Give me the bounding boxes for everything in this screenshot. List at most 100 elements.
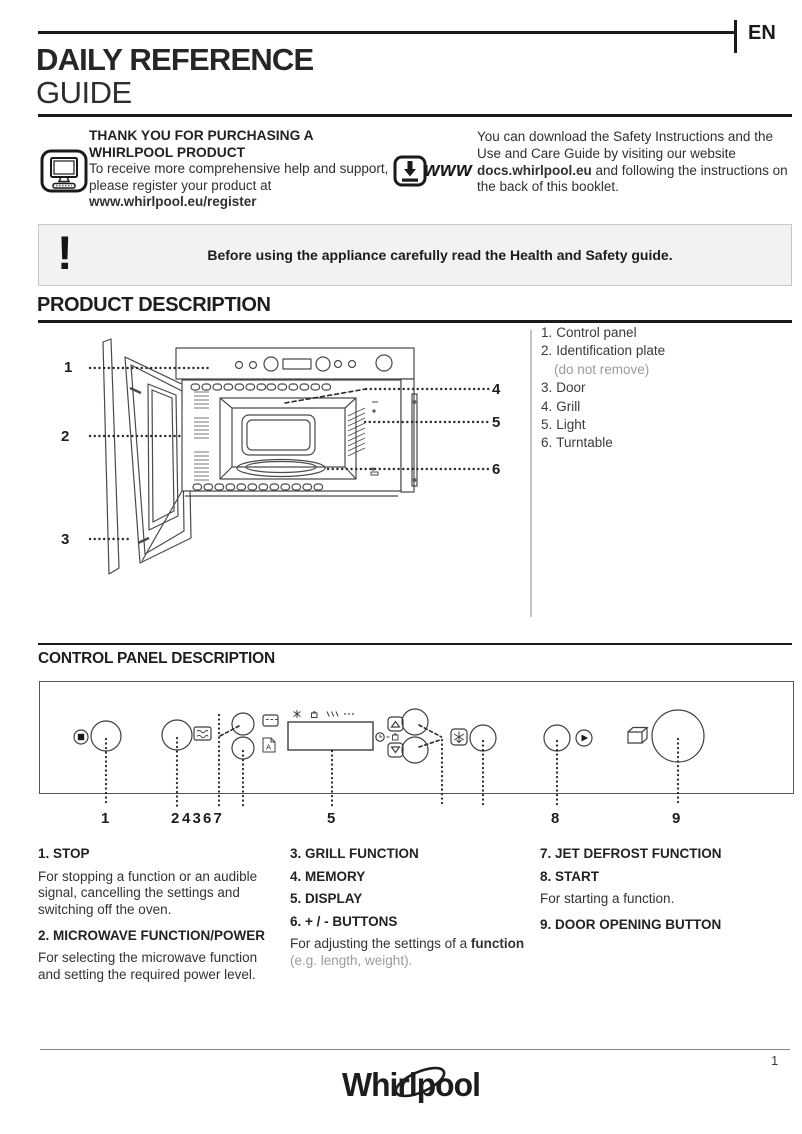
plus-button — [401, 708, 429, 736]
product-legend: 1.Control panel 2.Identification plate (… — [541, 325, 781, 454]
header-rule — [38, 31, 734, 34]
legend-item-6: 6.Turntable — [541, 435, 613, 451]
functions-column-3: 7. JET DEFROST FUNCTION 8. START For sta… — [540, 846, 795, 939]
door-opening-heading: 9. DOOR OPENING BUTTON — [540, 916, 722, 932]
panel-label-7: 7 — [213, 810, 222, 827]
plus-arrow-key — [387, 716, 404, 732]
register-computer-icon — [40, 149, 88, 193]
door-opening-icon — [627, 726, 649, 744]
display-screen — [287, 721, 374, 751]
panel-label-2: 2 — [171, 810, 180, 827]
stop-heading: 1. STOP — [38, 846, 90, 861]
callout-4: 4 — [492, 381, 501, 398]
memory-icon-letter: A — [266, 743, 271, 752]
weight-icon — [311, 711, 318, 718]
memory-heading: 4. MEMORY — [290, 868, 366, 884]
functions-column-2: 3. GRILL FUNCTION 4. MEMORY 5. DISPLAY 6… — [290, 846, 530, 979]
weight-small-icon — [392, 733, 399, 741]
whirlpool-logo-swirl — [394, 1066, 446, 1098]
register-heading-line1: THANK YOU FOR PURCHASING A — [89, 128, 314, 143]
callout-leader-lines — [88, 366, 491, 541]
panel-label-6: 6 — [203, 810, 212, 827]
microwave-body: For selecting the microwave function and… — [38, 950, 258, 983]
whirlpool-logo: Whirlpool — [342, 1066, 481, 1103]
www-label: www — [424, 159, 473, 181]
callout-2: 2 — [61, 428, 70, 445]
jet-defrost-icon — [450, 728, 468, 746]
panel-label-8: 8 — [551, 810, 560, 827]
callout-6: 6 — [492, 461, 501, 478]
doc-title-line1: DAILY REFERENCE — [36, 42, 314, 77]
memory-icon: A — [262, 737, 276, 753]
download-text-after: and following the instructions on the ba… — [477, 162, 788, 195]
microwave-function-knob — [161, 719, 193, 751]
panel-label-3: 3 — [192, 810, 201, 827]
panel-label-9: 9 — [672, 810, 681, 827]
register-body: To receive more comprehensive help and s… — [89, 161, 389, 193]
product-description-title: PRODUCT DESCRIPTION — [37, 294, 271, 316]
panel-label-1: 1 — [101, 810, 110, 827]
microwave-icon — [193, 726, 212, 741]
register-heading-line2: WHIRLPOOL PRODUCT — [89, 144, 246, 160]
grill-icon — [262, 714, 279, 727]
page-number: 1 — [771, 1053, 779, 1068]
callout-5: 5 — [492, 414, 501, 431]
start-heading: 8. START — [540, 868, 600, 884]
functions-column-1: 1. STOP For stopping a function or an au… — [38, 846, 280, 993]
clock-icon — [375, 732, 385, 742]
control-panel-diagram: A — [39, 681, 794, 808]
legend-item-1: 1.Control panel — [541, 325, 637, 340]
language-tick — [734, 20, 737, 53]
grill-function-button — [231, 712, 255, 736]
legend-item-4: 4.Grill — [541, 398, 581, 414]
legend-item-2: 2.Identification plate — [541, 343, 666, 359]
minus-button — [401, 736, 429, 764]
start-body: For starting a function. — [540, 891, 675, 906]
download-www-icon — [393, 155, 427, 187]
up-arrow-icon — [390, 720, 401, 728]
light-hatch — [347, 407, 366, 457]
register-url: www.whirlpool.eu/register — [89, 194, 257, 210]
minus-arrow-key — [387, 742, 404, 758]
title-rule — [38, 114, 792, 117]
legend-divider — [530, 330, 532, 617]
panel-label-5: 5 — [327, 810, 336, 827]
docs-site: docs.whirlpool.eu — [477, 162, 592, 178]
product-description-rule — [38, 320, 792, 323]
play-icon — [575, 729, 593, 747]
stop-button — [90, 720, 122, 752]
callout-1: 1 — [64, 359, 73, 376]
stop-body: For stopping a function or an audible si… — [38, 868, 258, 918]
warning-banner — [38, 224, 792, 286]
download-text-before: You can download the Safety Instructions… — [477, 129, 773, 161]
legend-item-3: 3.Door — [541, 380, 586, 396]
warning-exclamation-icon: ! — [57, 226, 73, 279]
display-heading: 5. DISPLAY — [290, 891, 363, 906]
microwave-diagram — [88, 338, 491, 575]
vent-slots — [190, 383, 332, 491]
whirlpool-logo-text: Whirlpool — [342, 1066, 480, 1103]
language-badge: EN — [748, 22, 776, 44]
defrost-icon — [293, 710, 301, 718]
warning-text: Before using the appliance carefully rea… — [207, 247, 673, 263]
stop-icon — [73, 729, 89, 745]
grill-marks-icon — [326, 711, 339, 717]
panel-leader-lines — [104, 713, 680, 808]
legend-item-5: 5.Light — [541, 416, 586, 432]
microwave-heading: 2. MICROWAVE FUNCTION/POWER — [38, 927, 266, 943]
legend-item-2-note: (do not remove) — [554, 361, 650, 377]
turntable — [236, 458, 326, 478]
jet-defrost-heading: 7. JET DEFROST FUNCTION — [540, 846, 722, 861]
door-edge — [102, 338, 120, 575]
callout-3: 3 — [61, 531, 70, 548]
plusminus-heading: 6. + / - BUTTONS — [290, 913, 398, 929]
download-text-block: You can download the Safety Instructions… — [477, 129, 799, 196]
control-panel-title: CONTROL PANEL DESCRIPTION — [38, 650, 275, 667]
plusminus-body: For adjusting the settings of a function… — [290, 936, 525, 968]
control-panel-rule — [38, 643, 792, 645]
doc-title-line2: GUIDE — [36, 75, 132, 110]
panel-label-4: 4 — [182, 810, 191, 827]
register-text-block: THANK YOU FOR PURCHASING A WHIRLPOOL PRO… — [89, 128, 399, 211]
grill-heading: 3. GRILL FUNCTION — [290, 846, 419, 861]
